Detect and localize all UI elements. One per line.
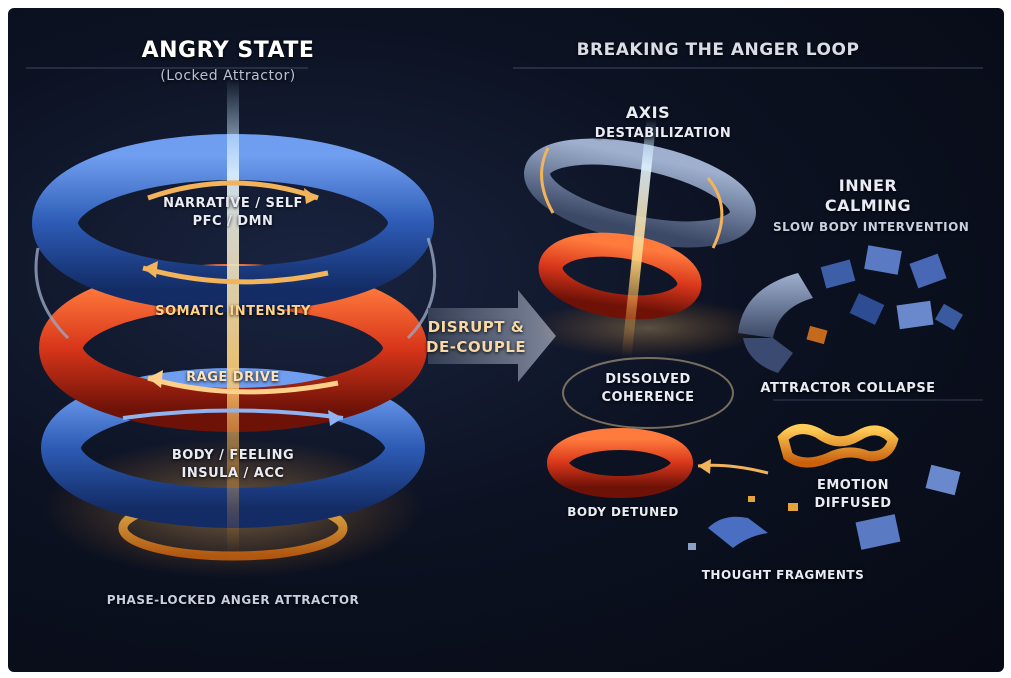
attractor-collapse-cluster [738, 245, 964, 373]
thought-fragment-block-1 [855, 514, 901, 550]
inner-label: INNER [838, 176, 898, 195]
spark-3 [688, 543, 696, 550]
right-title: BREAKING THE ANGER LOOP [576, 40, 860, 60]
calming-label: CALMING [824, 196, 912, 215]
block-fragment-2 [864, 245, 902, 275]
somatic-intensity-label: SOMATIC INTENSITY [155, 304, 311, 319]
pfc-dmn-label: PFC / DMN [192, 214, 274, 229]
block-fragment-7 [806, 325, 828, 345]
axis-destabilization-cluster [524, 118, 768, 429]
top-return-arrowhead [143, 261, 158, 278]
broken-ring-segment-1 [738, 273, 813, 338]
dissolved-label: DISSOLVED [605, 372, 691, 387]
red-flow-arrow [147, 375, 339, 395]
tilted-red-ring [538, 232, 702, 320]
insula-acc-label: INSULA / ACC [181, 466, 285, 481]
diagram-canvas: ANGRY STATE (Locked Attractor) NARRATIVE… [8, 8, 1004, 672]
tilted-axis-beam [621, 118, 657, 358]
block-fragment-6 [934, 303, 964, 331]
rage-drive-label: RAGE DRIVE [186, 370, 280, 385]
emotion-flow-arrowhead [698, 459, 711, 474]
top-flow-arrow [147, 180, 319, 201]
left-attractor-stack [32, 78, 437, 578]
diagram-artwork [26, 67, 983, 578]
decouple-label: DE-COUPLE [426, 338, 527, 356]
left-caption: PHASE-LOCKED ANGER ATTRACTOR [106, 593, 360, 607]
narrative-self-label: NARRATIVE / SELF [163, 196, 303, 211]
body-feeling-label: BODY / FEELING [171, 448, 295, 463]
spark-2 [748, 496, 755, 502]
disrupt-arrow-shape [428, 290, 556, 382]
diffused-orange-ribbon [777, 424, 899, 468]
attractor-collapse-label: ATTRACTOR COLLAPSE [760, 381, 936, 396]
central-axis-beam [227, 78, 239, 558]
emotion-label: EMOTION [816, 478, 889, 493]
dissolved-halo [562, 357, 734, 429]
block-fragment-1 [820, 259, 856, 289]
outer-swirl-left [34, 247, 70, 340]
outer-swirl-right [406, 237, 437, 340]
axis-swirl-left [540, 147, 555, 214]
coherence-label: COHERENCE [601, 390, 695, 405]
disrupt-label: DISRUPT & [427, 318, 525, 336]
spark-1 [788, 503, 798, 511]
top-return-arrow [142, 265, 329, 285]
broken-ring-segment-2 [743, 338, 793, 373]
thought-fragments-label: THOUGHT FRAGMENTS [701, 568, 865, 582]
thought-fragment-arc [708, 516, 768, 548]
destabilization-label: DESTABILIZATION [594, 126, 732, 141]
axis-label: AXIS [625, 103, 671, 122]
diffusion-cluster [547, 424, 961, 550]
axis-swirl-right [706, 177, 724, 249]
diffused-label: DIFFUSED [814, 496, 892, 511]
block-fragment-5 [896, 300, 934, 330]
bottom-flow-arrowhead [328, 410, 343, 426]
red-flow-arrowhead [148, 370, 163, 388]
left-subtitle: (Locked Attractor) [160, 68, 296, 84]
detuned-red-ring [547, 428, 693, 498]
left-title: ANGRY STATE [141, 38, 315, 63]
block-fragment-4 [849, 293, 885, 325]
body-detuned-label: BODY DETUNED [567, 505, 679, 519]
block-fragment-3 [909, 253, 947, 289]
slow-body-intervention-label: SLOW BODY INTERVENTION [773, 220, 970, 234]
bottom-flow-arrow [122, 408, 344, 420]
thought-fragment-block-2 [925, 464, 961, 496]
axis-glow [528, 298, 768, 358]
top-flow-arrowhead [304, 188, 318, 204]
